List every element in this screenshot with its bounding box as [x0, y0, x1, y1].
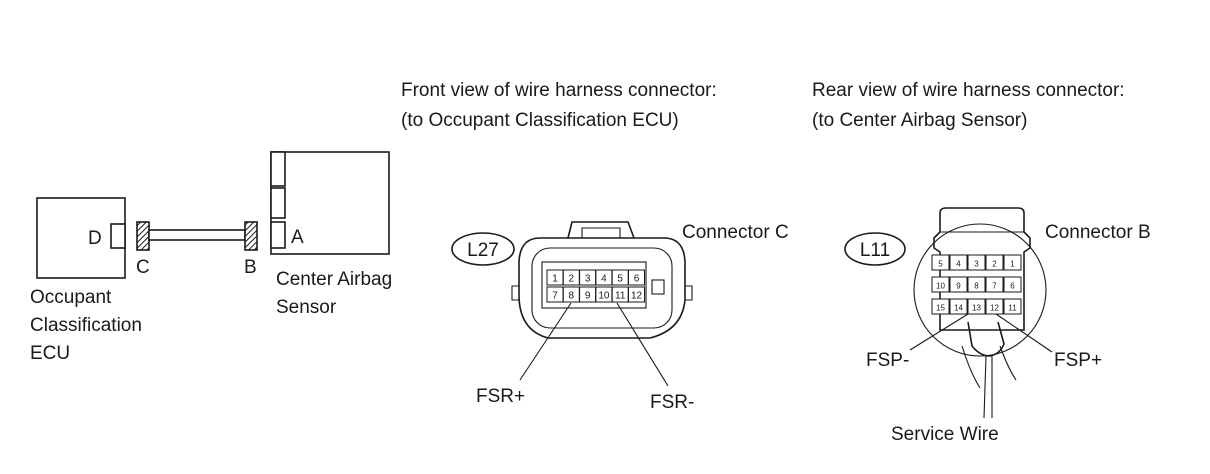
connector-b-pin-14-cell	[949, 298, 968, 315]
connector-c-pin-11: 11	[615, 291, 626, 302]
fsp-minus-label: FSP-	[866, 350, 909, 371]
front-view-header-line1: Front view of wire harness connector:	[401, 80, 717, 101]
connector-c-pin-9: 9	[585, 291, 591, 302]
connector-b-pin-9-cell	[949, 276, 968, 293]
connector-b-pin-grid: 5 4 3 2 1 10 9 8 7 6 15 14 13 12 11	[931, 254, 1022, 315]
connector-c-housing	[518, 237, 686, 339]
service-wire-label: Service Wire	[891, 424, 999, 445]
connector-b-pin-10: 10	[936, 282, 945, 291]
wiring-schematic: D C B A Occupant Classification ECU Cent…	[30, 151, 392, 364]
connector-b-pin-8-cell	[967, 276, 986, 293]
ecu-label-line2: Classification	[30, 315, 142, 336]
connector-c-left-ear	[511, 285, 519, 301]
connector-b-pin-7-cell	[985, 276, 1004, 293]
connector-b-pin-3: 3	[974, 260, 979, 269]
connector-c-title: Connector C	[682, 222, 789, 243]
connector-b-pin-14: 14	[954, 304, 963, 313]
terminal-a-label: A	[291, 227, 304, 248]
connector-b-pin-9: 9	[956, 282, 961, 291]
connector-c-pin-5: 5	[617, 274, 623, 285]
connector-c-pin-3: 3	[585, 274, 591, 285]
rear-view-header-line1: Rear view of wire harness connector:	[812, 80, 1125, 101]
connector-b-pin-1-cell	[1003, 254, 1022, 271]
fsp-plus-label: FSP+	[1054, 350, 1102, 371]
connector-c-latch	[567, 221, 635, 239]
sensor-label-line2: Sensor	[276, 297, 337, 318]
connector-b-pin-3-cell	[967, 254, 986, 271]
connector-b-pin-10-cell	[931, 276, 950, 293]
connector-c-pin-1: 1	[552, 274, 558, 285]
service-wire-leader	[983, 355, 987, 419]
connector-b-pin-11-cell	[1003, 298, 1022, 315]
ecu-label-line3: ECU	[30, 343, 70, 364]
connector-c-right-ear	[685, 285, 693, 301]
connector-c-pin-10: 10	[598, 291, 610, 302]
connector-b-pin-5: 5	[938, 260, 943, 269]
wire-harness	[148, 229, 246, 241]
service-wire-boot	[967, 321, 1005, 357]
connector-b-pin-2-cell	[985, 254, 1004, 271]
connector-b-pin-7: 7	[992, 282, 997, 291]
connector-b-pin-13-cell	[967, 298, 986, 315]
front-view-header-line2: (to Occupant Classification ECU)	[401, 110, 679, 131]
connector-c-latch-inner	[581, 227, 621, 238]
service-wire-strands	[961, 345, 1017, 389]
connector-b-pin-6-cell	[1003, 276, 1022, 293]
connector-c-pin-frame	[541, 261, 647, 309]
connector-b-pin-12-cell	[985, 298, 1004, 315]
connector-c-code: L27	[467, 240, 499, 261]
connector-c-pin-2: 2	[569, 274, 575, 285]
sensor-box	[270, 151, 390, 255]
fsr-minus-leader	[616, 302, 669, 387]
sensor-label-line1: Center Airbag	[276, 269, 392, 290]
connector-b-pin-2: 2	[992, 260, 997, 269]
sensor-terminal-a	[270, 221, 286, 249]
connector-b-pin-15: 15	[936, 304, 945, 313]
connector-c-code-oval	[451, 232, 515, 266]
fsr-plus-leader	[519, 302, 572, 381]
connector-b-code: L11	[860, 240, 890, 261]
connector-b-pin-13: 13	[972, 304, 981, 313]
connector-b-pin-11: 11	[1008, 304, 1017, 313]
connector-b-diagram: L11 Connector B 5 4 3 2 1 10 9 8 7 6 15 14 13 12 11 FS…	[844, 207, 1151, 445]
connector-b-pin-12: 12	[990, 304, 999, 313]
connector-c-pin-7: 7	[552, 291, 558, 302]
connector-c-letter: C	[136, 257, 150, 278]
connector-b-magnifier	[913, 223, 1047, 357]
ecu-label-line1: Occupant	[30, 287, 112, 308]
fsr-minus-label: FSR-	[650, 392, 694, 413]
connector-b-plug	[244, 221, 258, 251]
connector-c-pin-12-cell	[628, 286, 645, 303]
rear-view-header-line2: (to Center Airbag Sensor)	[812, 110, 1027, 131]
connector-b-pin-1: 1	[1010, 260, 1015, 269]
connector-c-plug	[136, 221, 150, 251]
fsr-plus-label: FSR+	[476, 386, 525, 407]
connector-b-code-oval	[844, 232, 906, 266]
connector-b-pin-4: 4	[956, 260, 961, 269]
connector-b-pin-8: 8	[974, 282, 979, 291]
connector-b-title: Connector B	[1045, 222, 1151, 243]
connector-b-letter: B	[244, 257, 257, 278]
connector-b-housing	[933, 207, 1031, 331]
connector-c-key	[651, 279, 665, 295]
connector-b-pin-4-cell	[949, 254, 968, 271]
fsp-plus-leader	[995, 313, 1053, 353]
connector-c-pin-12: 12	[631, 291, 643, 302]
connector-c-inner-shell	[531, 247, 673, 329]
terminal-d-label: D	[88, 228, 102, 249]
connector-b-pin-15-cell	[931, 298, 950, 315]
connector-b-pin-6: 6	[1010, 282, 1015, 291]
fsp-minus-leader	[909, 313, 969, 351]
connector-b-pin-5-cell	[931, 254, 950, 271]
connector-c-pin-8: 8	[569, 291, 575, 302]
connector-c-pin-6-cell	[628, 269, 645, 286]
sensor-port-2	[270, 187, 286, 219]
ecu-terminal-d	[110, 223, 126, 249]
sensor-port-1	[270, 151, 286, 187]
connector-c-pin-4: 4	[601, 274, 607, 285]
connector-c-pin-6: 6	[634, 274, 640, 285]
